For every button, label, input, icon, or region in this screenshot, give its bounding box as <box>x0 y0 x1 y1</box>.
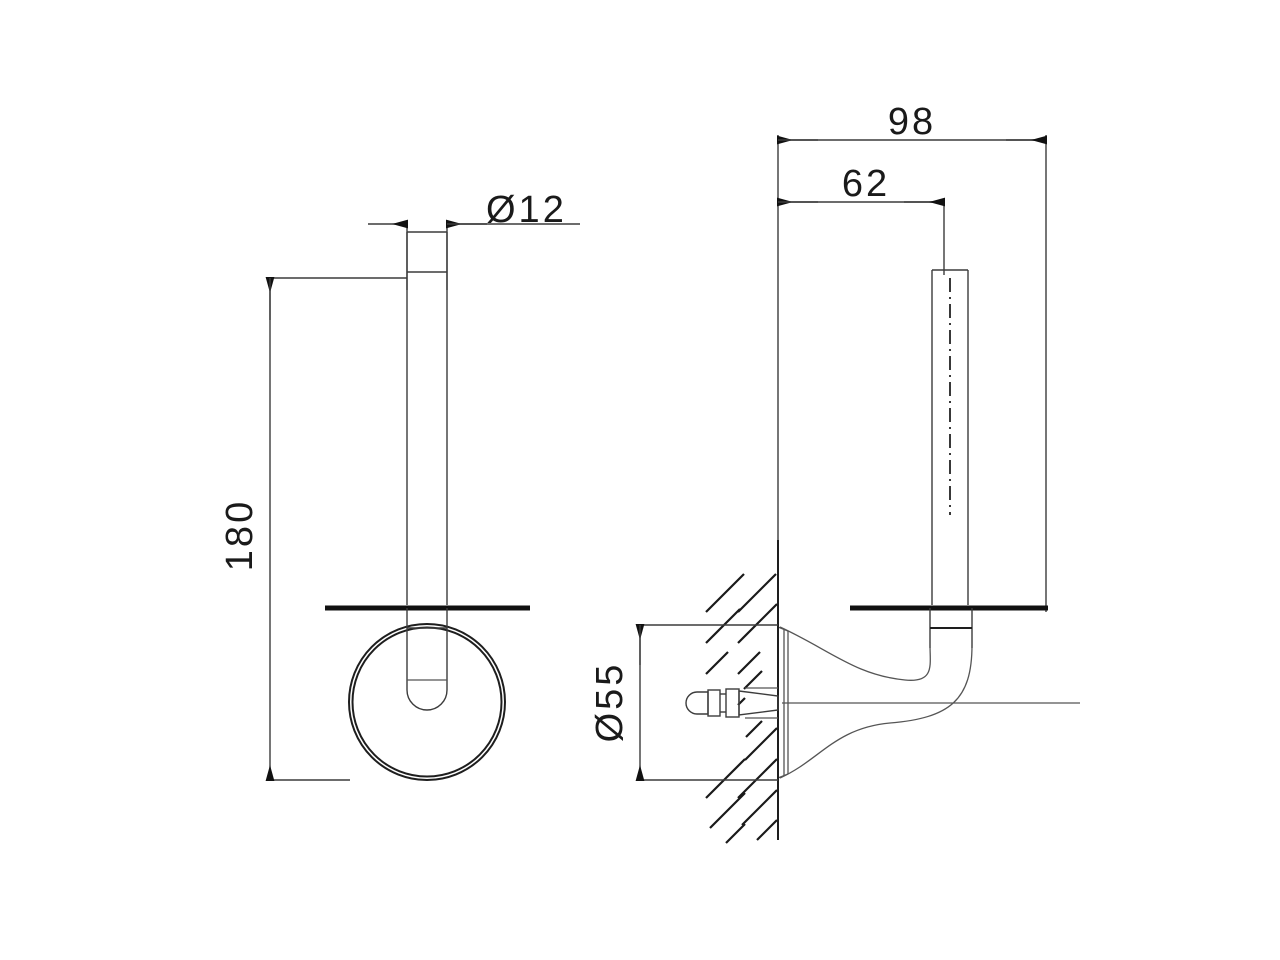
dim-height-overall <box>265 277 407 781</box>
dim-label-diameter-post: Ø12 <box>486 189 567 231</box>
dim-depth-to-post <box>777 197 945 275</box>
vertical-post-front <box>406 231 448 605</box>
bracket-arm <box>779 626 973 779</box>
dim-diameter-base <box>635 624 778 781</box>
base-plate-circle <box>348 623 506 781</box>
dim-label-height-overall: 180 <box>219 499 261 571</box>
dim-depth-overall <box>777 135 1047 612</box>
anchor-recess-lines <box>745 687 778 719</box>
side-view <box>685 135 1080 844</box>
dim-diameter-post <box>368 219 580 290</box>
wall-anchor-plug <box>685 688 779 718</box>
post-inside-base <box>406 608 448 711</box>
post-stub-side <box>929 608 973 648</box>
vertical-post-side <box>931 269 969 605</box>
dim-label-depth-to-post: 62 <box>842 163 890 205</box>
front-view <box>265 219 580 781</box>
dim-label-depth-overall: 98 <box>888 101 936 143</box>
dim-label-diameter-base: Ø55 <box>589 662 631 743</box>
wall-hatching <box>705 573 778 844</box>
